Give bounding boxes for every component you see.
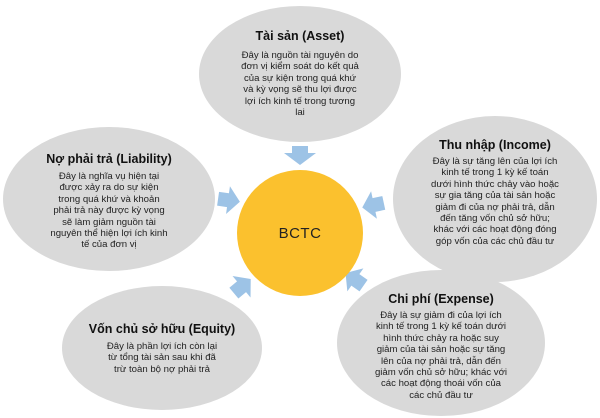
expense-description: Đây là sự giảm đi của lợi ích kinh tế tr… (374, 310, 508, 401)
arrow-asset-to-center (284, 146, 316, 165)
center-label: BCTC (278, 224, 322, 242)
arrow-income-to-center (362, 191, 386, 219)
liability-node: Nợ phải trả (Liability) Đây là nghĩa vụ … (3, 127, 215, 271)
asset-node: Tài sản (Asset) Đây là nguồn tài nguyên … (199, 6, 401, 142)
arrow-expense-to-center (345, 268, 368, 292)
arrow-liability-to-center (217, 186, 240, 215)
income-title: Thu nhập (Income) (439, 138, 551, 152)
equity-node: Vốn chủ sở hữu (Equity) Đây là phần lợi … (62, 286, 262, 410)
income-description: Đây là sự tăng lên của lợi ích kinh tế t… (431, 156, 559, 247)
arrow-equity-to-center (229, 275, 251, 299)
income-node: Thu nhập (Income) Đây là sự tăng lên của… (393, 116, 597, 282)
liability-description: Đây là nghĩa vụ hiện tại được xảy ra do … (50, 171, 168, 251)
asset-title: Tài sản (Asset) (255, 29, 345, 43)
equity-title: Vốn chủ sở hữu (Equity) (88, 322, 236, 336)
liability-title: Nợ phải trả (Liability) (46, 152, 172, 166)
asset-description: Đây là nguồn tài nguyên do đơn vị kiểm s… (241, 50, 359, 119)
expense-title: Chi phí (Expense) (388, 292, 494, 306)
center-node: BCTC (237, 170, 363, 296)
expense-node: Chi phí (Expense) Đây là sự giảm đi của … (337, 270, 545, 416)
equity-description: Đây là phần lợi ích còn lại từ tổng tài … (106, 341, 218, 375)
